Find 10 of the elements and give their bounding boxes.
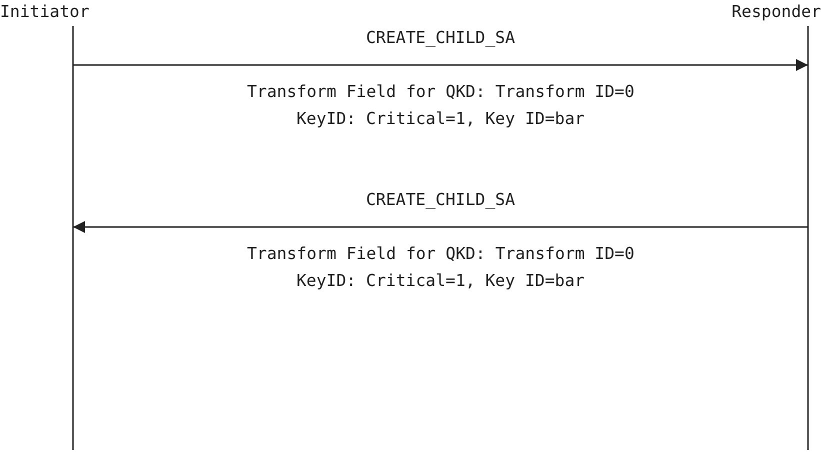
message-label: CREATE_CHILD_SA [366,190,516,210]
message-detail: Transform Field for QKD: Transform ID=0 [247,244,634,264]
message-arrow [73,59,808,71]
message-detail: KeyID: Critical=1, Key ID=bar [296,271,585,291]
participant-name: Responder [732,2,821,22]
message-arrow [73,221,808,233]
message-detail: Transform Field for QKD: Transform ID=0 [247,82,634,102]
participant-name: Initiator [0,2,90,22]
message-detail: KeyID: Critical=1, Key ID=bar [296,109,585,129]
message-label: CREATE_CHILD_SA [366,28,516,48]
